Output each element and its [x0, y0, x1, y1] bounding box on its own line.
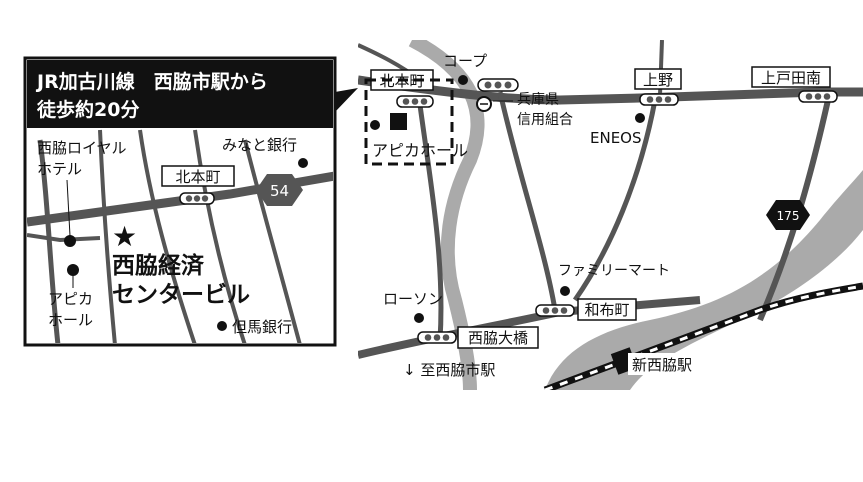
inset-header-line1: JR加古川線 西脇市駅から — [35, 70, 268, 93]
inset-header-line2: 徒歩約20分 — [36, 98, 139, 121]
ueno-label-box — [634, 68, 682, 90]
wafucho-label-box — [577, 298, 637, 321]
hyogo-bank-line2: 信用組合 — [517, 112, 573, 128]
apika-hall-label: アピカホール — [372, 141, 468, 160]
star-icon: ★ — [112, 220, 137, 253]
traffic-light-icon — [798, 90, 838, 103]
inset-road-mid2 — [193, 129, 247, 343]
shin-nishiwaki-label-bg — [628, 353, 708, 375]
road-ueno-south — [572, 99, 658, 302]
inset-road-lower — [27, 233, 101, 243]
kamitoda-label-box — [751, 66, 831, 88]
nishiwaki-ohashi-label: 西脇大橋 — [468, 329, 528, 347]
inset-road-right — [243, 139, 302, 343]
eneos-label: ENEOS — [590, 129, 642, 147]
route-175-label: 175 — [777, 209, 800, 223]
road-coop-south — [497, 91, 558, 311]
coop-label: コープ — [443, 52, 487, 70]
venue-name-line2: センタービル — [112, 282, 250, 308]
nishiwaki-ohashi-label-box — [457, 326, 539, 349]
main-map: 北本町 アピカホール コープ 兵庫県 信用組合 上野 — [335, 40, 863, 390]
inset-kitahonmachi-label: 北本町 — [175, 168, 220, 186]
coop-dot — [458, 75, 468, 85]
wafucho-label: 和布町 — [584, 301, 629, 319]
apika-label-line1: アピカ — [48, 290, 93, 308]
lawson-label: ローソン — [383, 290, 443, 308]
traffic-light-icon — [417, 331, 457, 344]
route-shield-icon: 175 — [766, 200, 810, 230]
apika-hall-marker — [390, 113, 407, 130]
inset-route-54-label: 54 — [270, 182, 289, 200]
hotel-label-line1: 西脇ロイヤル — [37, 139, 127, 157]
kamitoda-minami-label: 上戸田南 — [761, 69, 821, 87]
apika-dot — [67, 264, 79, 276]
tajima-bank-dot — [217, 321, 227, 331]
apika-label-line2: ホール — [48, 311, 93, 329]
callout-pointer — [335, 88, 358, 112]
venue-name-line1: 西脇経済 — [112, 252, 205, 279]
traffic-light-icon — [535, 304, 575, 317]
hotel-label-line2: ホテル — [37, 160, 82, 178]
traffic-light-icon — [396, 95, 434, 108]
family-mart-dot — [560, 286, 570, 296]
apika-hall-area — [364, 78, 454, 166]
minato-bank-label: みなと銀行 — [222, 136, 297, 154]
minato-bank-dot — [298, 158, 308, 168]
poi-dot — [370, 120, 380, 130]
to-station-label: ↓ 至西脇市駅 — [403, 361, 495, 379]
traffic-light-icon — [639, 93, 679, 106]
river-wide — [545, 170, 863, 390]
traffic-light-icon — [179, 192, 215, 205]
inset-road-mid — [138, 129, 197, 343]
route-shield-icon: 54 — [256, 174, 303, 206]
traffic-light-icon — [477, 78, 519, 92]
inset-kitahonmachi-box — [161, 165, 235, 187]
ueno-label: 上野 — [643, 71, 673, 89]
lawson-dot — [414, 313, 424, 323]
hyogo-bank-line1: 兵庫県 — [517, 91, 559, 108]
inset-header — [27, 60, 333, 128]
shin-nishiwaki-station-label: 新西脇駅 — [632, 356, 692, 374]
bank-icon — [476, 96, 492, 112]
inset-map: JR加古川線 西脇市駅から 徒歩約20分 西脇ロイヤル ホテル アピカ ホール … — [23, 56, 337, 347]
road-kitahonmachi-south — [417, 104, 444, 341]
eneos-dot — [635, 113, 645, 123]
family-mart-label: ファミリーマート — [558, 263, 670, 279]
hotel-dot — [64, 235, 76, 247]
inset-road-left2 — [98, 129, 117, 343]
tajima-bank-label: 但馬銀行 — [232, 318, 292, 336]
